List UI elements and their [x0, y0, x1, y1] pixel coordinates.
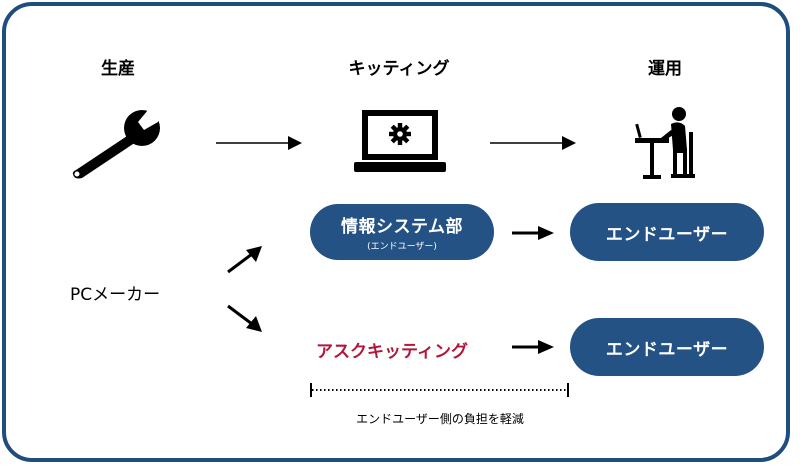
arrow-maker-to-it-dept: [227, 246, 262, 274]
stage-title-kitting: キッティング: [348, 59, 450, 79]
stage-title-production: 生産: [101, 59, 135, 79]
person-at-desk-icon: [635, 107, 695, 179]
burden-reduction-note: エンドユーザー側の負担を軽減: [356, 412, 524, 426]
ask-kitting-label: アスクキッティング: [316, 342, 468, 362]
end-user-box-bottom: エンドユーザー: [570, 318, 764, 376]
end-user-box-top: エンドユーザー: [570, 203, 764, 261]
arrow-maker-to-ask: [227, 304, 262, 332]
arrow-it-dept-to-user: [512, 226, 554, 240]
diagram-frame: [2, 2, 790, 462]
arrow-kitting-to-operation: [490, 136, 576, 150]
it-department-title: 情報システム部: [341, 217, 463, 237]
pc-maker-label: PCメーカー: [70, 285, 161, 305]
it-department-box: 情報システム部 (エンドユーザー): [310, 204, 494, 260]
dotted-bracket: [310, 383, 569, 397]
end-user-label-top: エンドユーザー: [605, 224, 729, 245]
wrench-icon: [72, 110, 160, 179]
stage-title-operation: 運用: [648, 59, 682, 79]
arrow-ask-to-user: [512, 340, 554, 354]
it-department-subtitle: (エンドユーザー): [367, 242, 437, 252]
arrow-production-to-kitting: [216, 136, 302, 150]
end-user-label-bottom: エンドユーザー: [605, 339, 729, 360]
laptop-gear-icon: [354, 110, 446, 172]
